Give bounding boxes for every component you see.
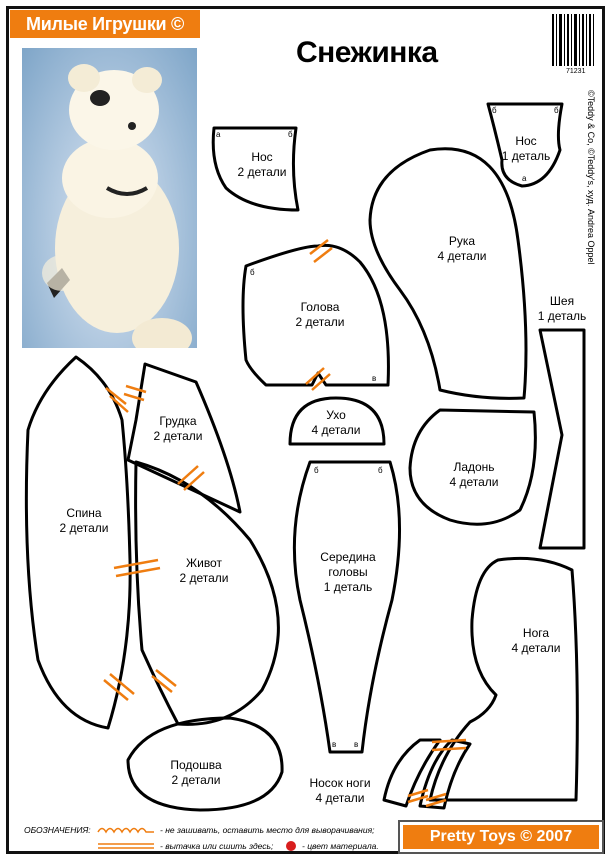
nos-big-outline — [211, 126, 300, 212]
mark-a: а — [216, 130, 221, 139]
legend-item-no-sew: - не зашивать, оставить место для вывора… — [160, 825, 375, 835]
grudka-outline — [126, 362, 242, 514]
barcode-number: 71231 — [566, 68, 586, 75]
legend-title: ОБОЗНАЧЕНИЯ: — [24, 825, 91, 835]
footer-banner: Pretty Toys © 2007 — [398, 820, 604, 854]
nos-small-outline — [486, 102, 564, 188]
ruka-outline — [368, 147, 528, 400]
noga-outline — [428, 556, 579, 802]
wavy-line-icon — [97, 827, 154, 834]
mark-v: в — [372, 374, 377, 383]
nosok-outline-2 — [418, 738, 472, 810]
material-dot-icon — [286, 841, 296, 851]
nosok-outline — [382, 738, 442, 808]
seredina-outline — [292, 460, 401, 754]
zhivot-outline — [134, 460, 280, 726]
mark-b: б — [492, 106, 497, 115]
legend-item-dart: - вытачка или сшить здесь; — [160, 841, 274, 851]
mark-v: в — [332, 740, 337, 749]
page-title: Снежинка — [296, 36, 438, 69]
ukho-outline — [288, 396, 386, 446]
page-frame — [6, 6, 605, 854]
podoshva-outline — [126, 716, 284, 812]
teddy-bear-photo — [22, 48, 197, 348]
spina-outline — [24, 355, 132, 730]
mark-b: б — [314, 466, 319, 475]
golova-outline — [241, 243, 390, 387]
double-line-icon — [98, 843, 154, 849]
barcode — [552, 14, 594, 66]
legend-item-color: - цвет материала. — [302, 841, 379, 851]
mark-b: б — [378, 466, 383, 475]
mark-b: б — [288, 130, 293, 139]
ladon-outline — [408, 408, 537, 526]
sheya-outline — [538, 328, 586, 550]
mark-a: а — [522, 174, 527, 183]
mark-v: в — [354, 740, 359, 749]
brand-banner: Милые Игрушки © 2007 — [10, 10, 200, 62]
mark-b: б — [554, 106, 559, 115]
mark-b: б — [250, 268, 255, 277]
